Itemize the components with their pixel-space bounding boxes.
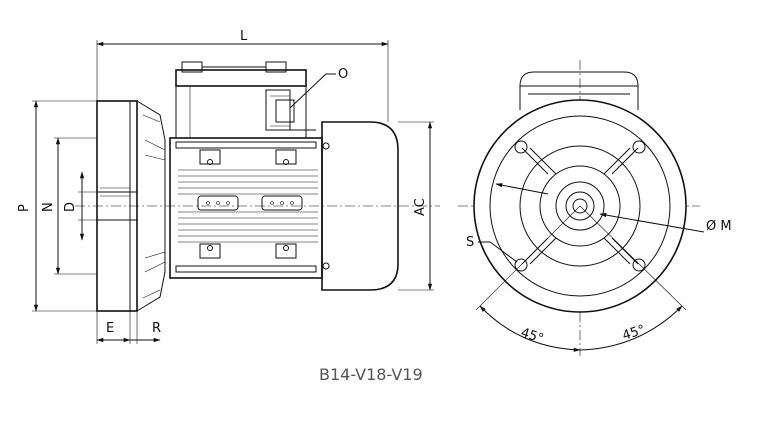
angle-label-left: 45° <box>519 326 546 347</box>
dim-label-D: D <box>63 202 78 212</box>
cooling-ribs <box>178 169 318 243</box>
dim-label-R: R <box>152 321 161 336</box>
dim-label-P: P <box>17 204 32 212</box>
dim-label-N: N <box>41 202 56 212</box>
dim-label-O: O <box>338 67 348 82</box>
dim-label-S: S <box>466 235 474 250</box>
angle-label-right: 45° <box>621 322 648 343</box>
dim-label-E: E <box>106 321 114 336</box>
dim-label-L: L <box>240 29 248 44</box>
front-view: Ø M S 45° 45° <box>458 60 732 356</box>
side-view: L O P N D AC E R <box>17 29 440 344</box>
dim-label-M: Ø M <box>706 219 732 234</box>
diagram-caption: B14-V18-V19 <box>319 365 423 384</box>
dim-label-AC: AC <box>413 198 428 216</box>
